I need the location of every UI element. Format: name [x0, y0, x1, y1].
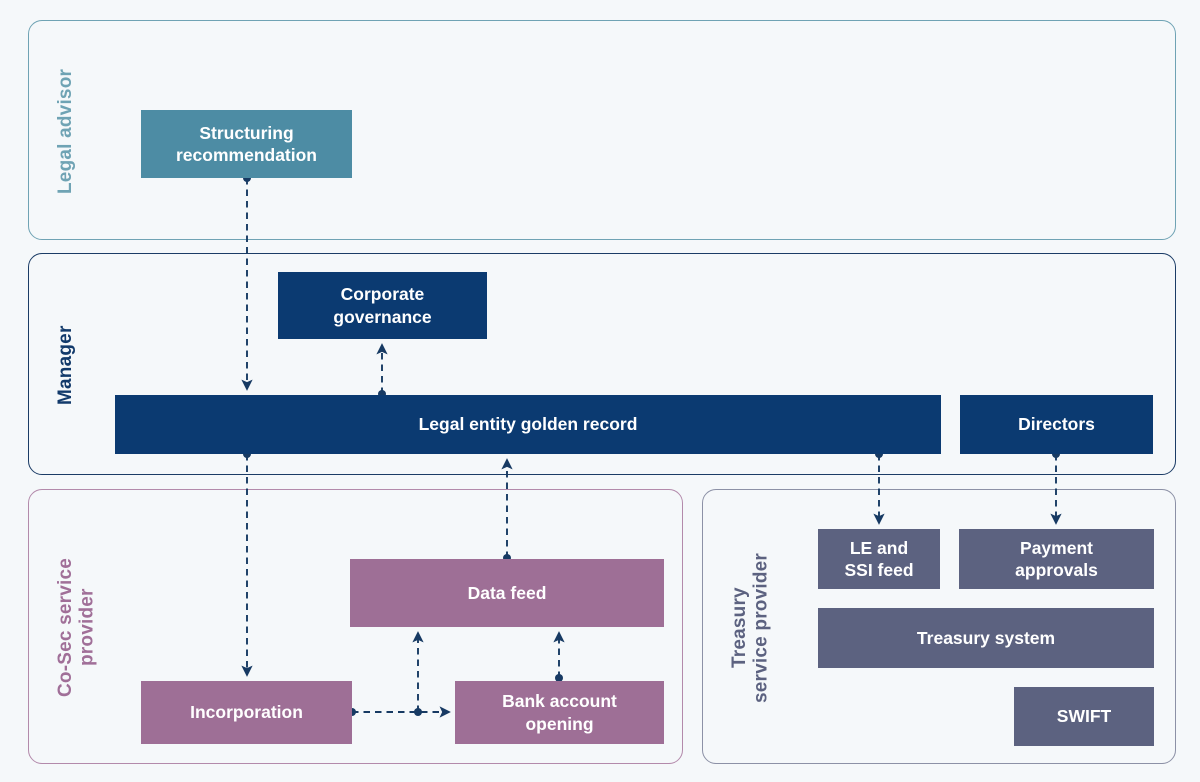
node-bank-account-opening[interactable]: Bank account opening [455, 681, 664, 744]
node-legal-entity-golden-record[interactable]: Legal entity golden record [115, 395, 941, 454]
node-le-and-ssi-feed[interactable]: LE and SSI feed [818, 529, 940, 589]
swimlane-label-co-sec-service-provider: Co-Sec service provider [55, 557, 98, 698]
node-incorporation[interactable]: Incorporation [141, 681, 352, 744]
node-payment-approvals[interactable]: Payment approvals [959, 529, 1154, 589]
node-treasury-system[interactable]: Treasury system [818, 608, 1154, 668]
node-structuring-recommendation[interactable]: Structuring recommendation [141, 110, 352, 178]
swimlane-label-manager: Manager [55, 325, 76, 405]
node-directors[interactable]: Directors [960, 395, 1153, 454]
node-data-feed[interactable]: Data feed [350, 559, 664, 627]
node-swift[interactable]: SWIFT [1014, 687, 1154, 746]
swimlane-label-legal-advisor: Legal advisor [55, 68, 76, 194]
node-corporate-governance[interactable]: Corporate governance [278, 272, 487, 339]
swimlane-label-treasury-service-provider: Treasury service provider [729, 552, 772, 703]
